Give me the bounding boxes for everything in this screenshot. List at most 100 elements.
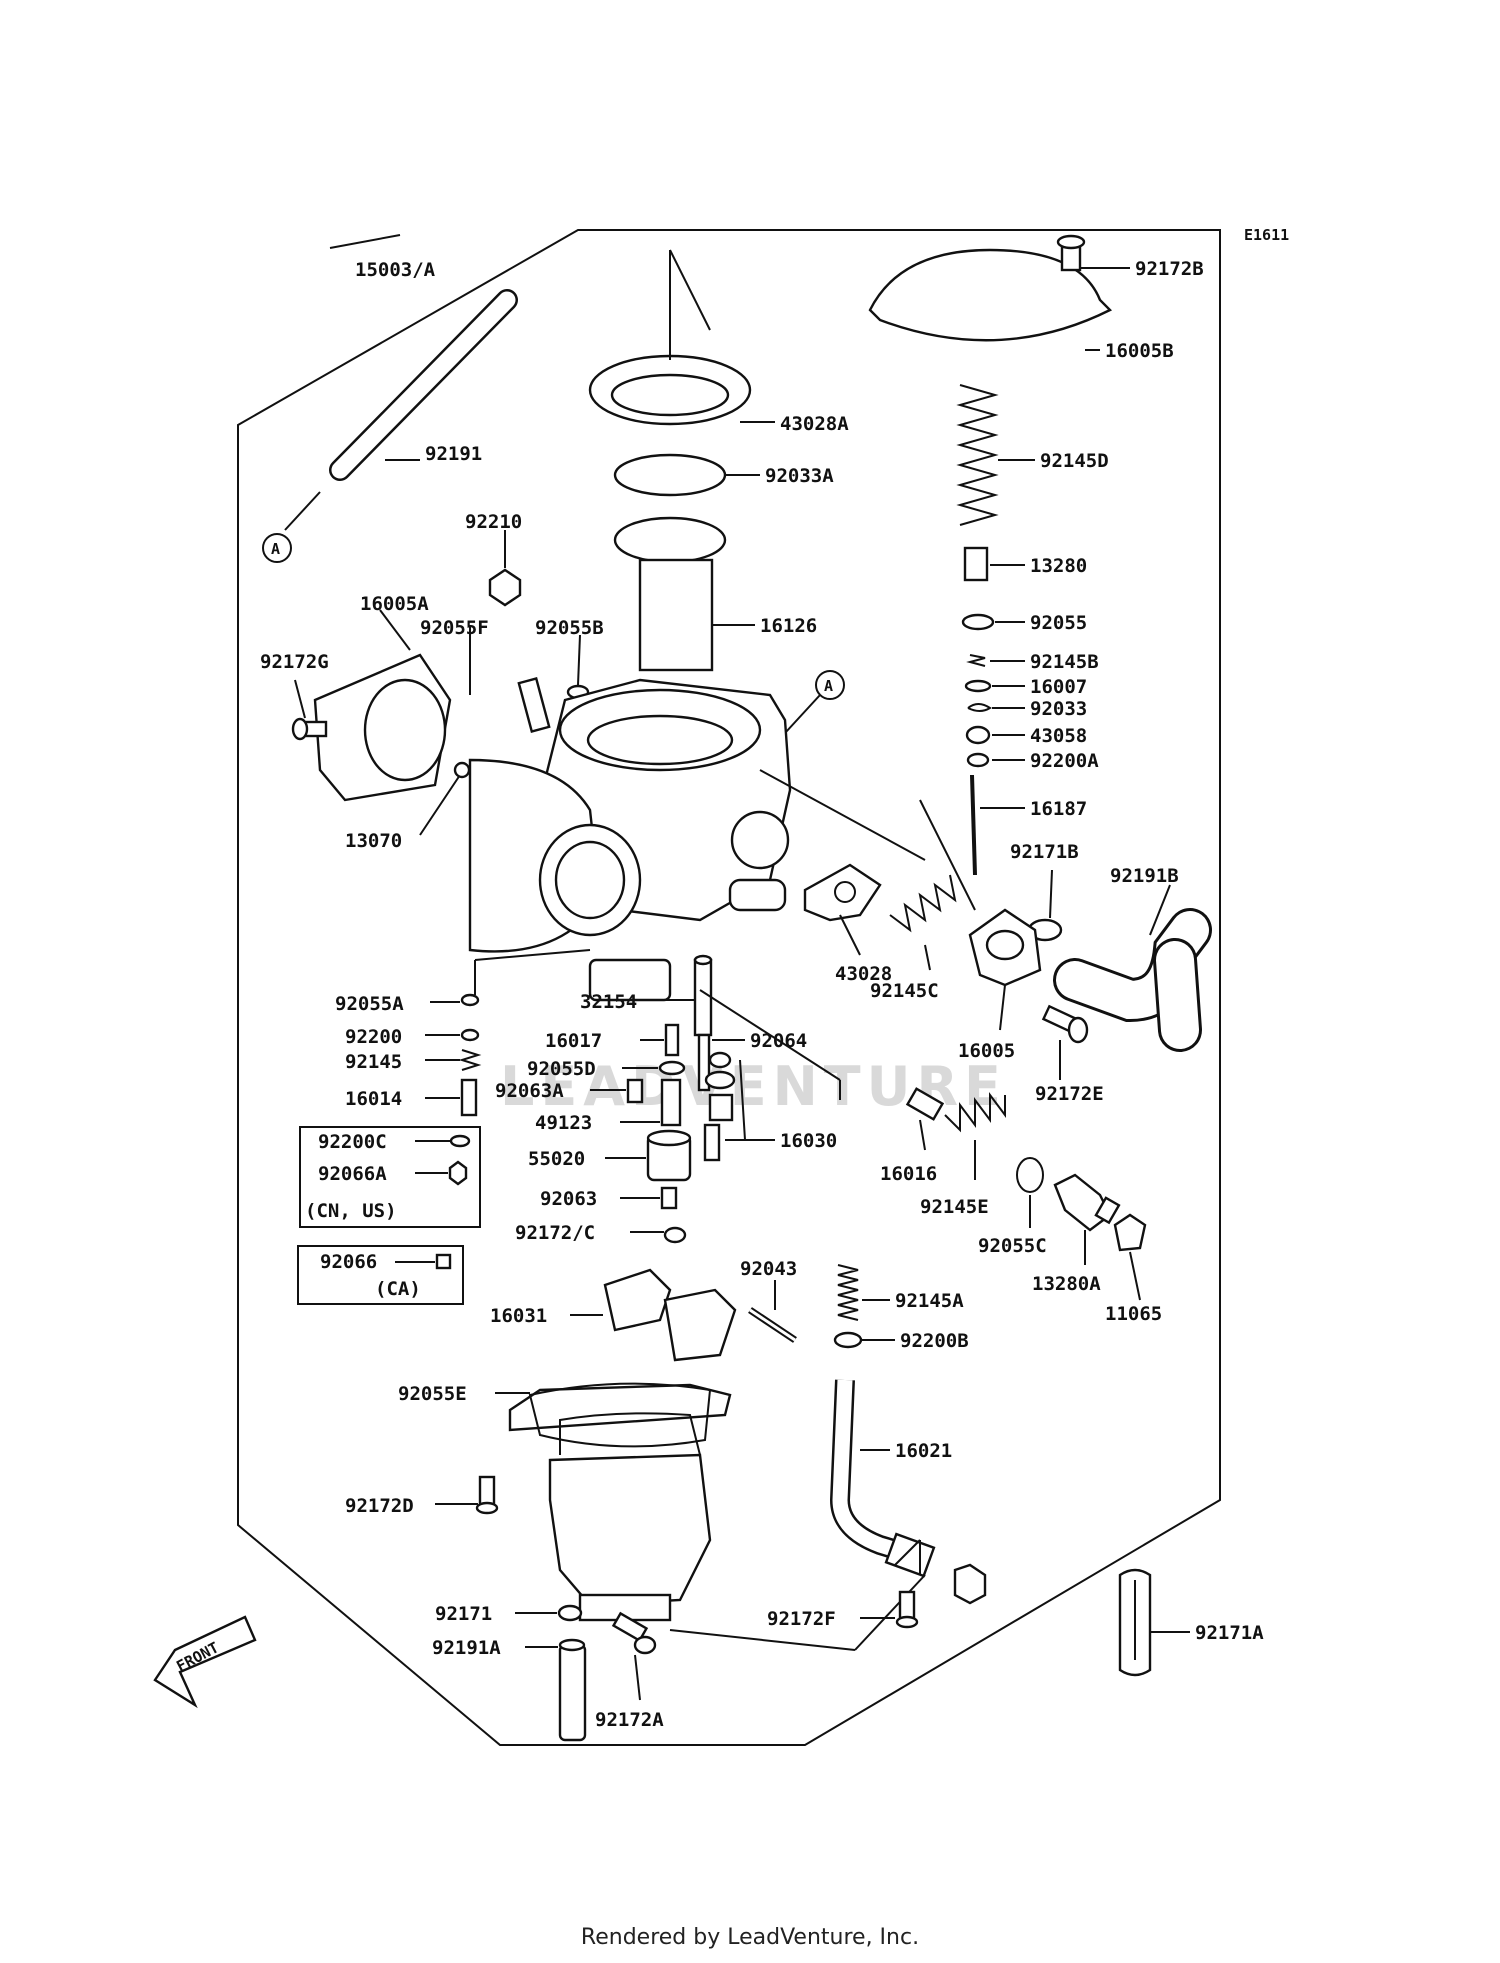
label-92055e: 92055E [398, 1383, 467, 1405]
label-92145e: 92145E [920, 1196, 989, 1218]
label-cn-us: (CN, US) [305, 1200, 397, 1222]
part-92145d-spring [956, 384, 1035, 526]
part-92191b-hose [1053, 884, 1212, 1052]
label-92063a: 92063A [495, 1080, 564, 1102]
part-92191a-hose [525, 1638, 587, 1742]
label-13280: 13280 [1030, 555, 1087, 577]
label-92055b: 92055B [535, 617, 604, 639]
label-92191: 92191 [425, 443, 482, 465]
part-92171b-clip [1027, 869, 1063, 942]
part-16126-piston [613, 516, 755, 672]
label-11065: 11065 [1105, 1303, 1162, 1325]
part-92033a-ring [613, 453, 760, 497]
label-43058: 43058 [1030, 725, 1087, 747]
part-92066a [448, 1160, 468, 1186]
part-92172e-screw [1041, 1004, 1089, 1080]
label-49123: 49123 [535, 1112, 592, 1134]
part-92055a-oring [430, 949, 591, 1007]
label-92055f: 92055F [420, 617, 489, 639]
label-92191b: 92191B [1110, 865, 1179, 887]
part-43028a-diaphragm [588, 249, 775, 426]
part-16005a-cover [313, 609, 471, 802]
label-16017: 16017 [545, 1030, 602, 1052]
rendered-by-footer: Rendered by LeadVenture, Inc. [580, 1925, 920, 1950]
label-92055c: 92055C [978, 1235, 1047, 1257]
label-92055a: 92055A [335, 993, 404, 1015]
label-92055: 92055 [1030, 612, 1087, 634]
label-92145b: 92145B [1030, 651, 1099, 673]
label-92145: 92145 [345, 1051, 402, 1073]
part-92210-nut [488, 530, 522, 607]
label-92210: 92210 [465, 511, 522, 533]
part-92171a-strap [1118, 1568, 1190, 1677]
ref-a-mark-left [262, 533, 292, 563]
label-92145d: 92145D [1040, 450, 1109, 472]
part-92200c [449, 1134, 471, 1148]
label-92171a: 92171A [1195, 1622, 1264, 1644]
label-43028a: 43028A [780, 413, 849, 435]
label-43028: 43028 [835, 963, 892, 985]
label-92033: 92033 [1030, 698, 1087, 720]
part-92145e-spring [944, 1092, 1006, 1180]
leader-needle [919, 799, 976, 911]
label-16005: 16005 [958, 1040, 1015, 1062]
label-16005a: 16005A [360, 593, 429, 615]
label-16021: 16021 [895, 1440, 952, 1462]
label-16007: 16007 [1030, 676, 1087, 698]
part-92171-clip [515, 1604, 583, 1622]
part-92172b-screw [1056, 234, 1130, 272]
part-92055d-oring [622, 1060, 686, 1076]
label-92200c: 92200C [318, 1131, 387, 1153]
part-15003-tube [284, 234, 518, 531]
part-92200b-washer [833, 1331, 895, 1349]
part-92145c-spring [889, 874, 957, 971]
label-92066: 92066 [320, 1251, 377, 1273]
part-92172g-screw [291, 679, 328, 741]
label-92200b: 92200B [900, 1330, 969, 1352]
label-15003a: 15003/A [355, 259, 436, 281]
ref-a-right-text: A [824, 677, 833, 695]
part-16031-float [570, 1268, 737, 1362]
part-16016-screw [699, 989, 945, 1151]
part-92172f-screw [860, 1590, 919, 1629]
part-49123-emulsion [620, 1078, 682, 1127]
part-92055e-gasket [528, 1382, 712, 1448]
label-92066a: 92066A [318, 1163, 387, 1185]
label-ca: (CA) [375, 1278, 421, 1300]
label-92200: 92200 [345, 1026, 402, 1048]
part-92145a-spring [837, 1264, 890, 1321]
label-92172g: 92172G [260, 651, 329, 673]
label-92172d: 92172D [345, 1495, 414, 1517]
label-92171b: 92171B [1010, 841, 1079, 863]
part-16005b-cap [868, 248, 1113, 351]
label-55020: 55020 [528, 1148, 585, 1170]
part-float-bowl [508, 1383, 926, 1651]
ref-a-left-text: A [271, 540, 280, 558]
part-16030-group [703, 1051, 775, 1162]
diagram-code: E1611 [1244, 226, 1289, 244]
label-92172a: 92172A [595, 1709, 664, 1731]
part-13280-holder [963, 546, 1025, 582]
label-16014: 16014 [345, 1088, 402, 1110]
variant-box-cn-us [299, 1126, 481, 1228]
part-16005-plunger [968, 908, 1042, 1031]
label-16005b: 16005B [1105, 340, 1174, 362]
label-16016: 16016 [880, 1163, 937, 1185]
part-92145-spring [425, 1049, 482, 1071]
needle-stack-parts [961, 613, 1025, 876]
assembly-boundary [237, 229, 1221, 1746]
part-16014-screw [425, 1078, 478, 1117]
part-92064-needle [697, 1033, 745, 1092]
part-92063-screw [620, 1186, 678, 1210]
label-92171: 92171 [435, 1603, 492, 1625]
label-92172c: 92172/C [515, 1222, 595, 1244]
part-13070 [453, 761, 471, 779]
leader-13070 [419, 774, 461, 836]
part-43028-plate [803, 863, 882, 956]
part-16017-jet [640, 1023, 680, 1057]
label-92172e: 92172E [1035, 1083, 1104, 1105]
ref-a-mark-right [815, 670, 845, 700]
label-92200a: 92200A [1030, 750, 1099, 772]
label-92055d: 92055D [527, 1058, 596, 1080]
